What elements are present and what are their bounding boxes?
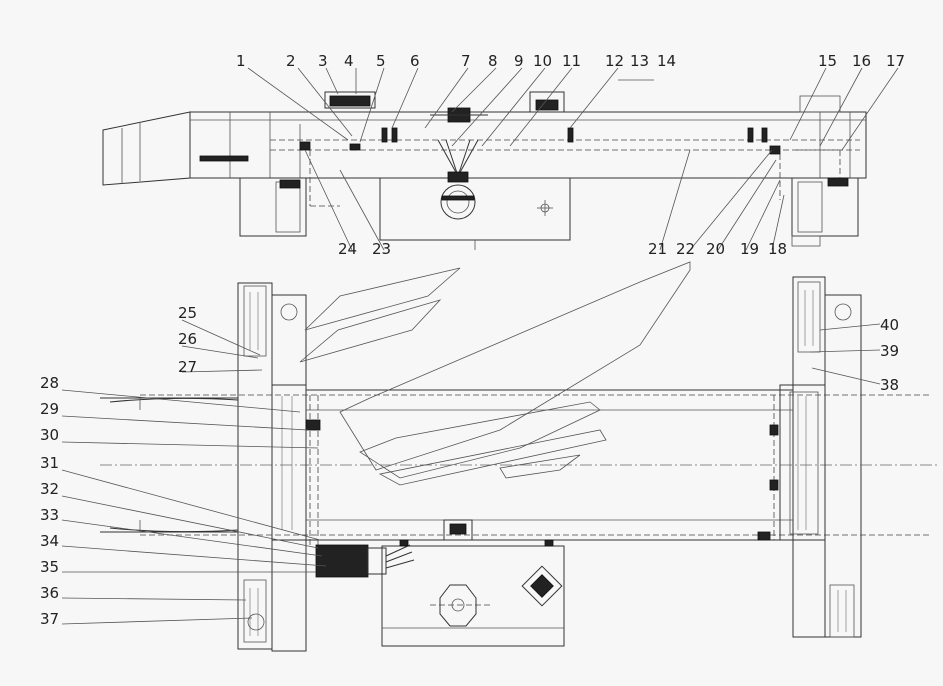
left-leg-elevation [239, 177, 307, 237]
left-runway-bogie [237, 282, 273, 650]
callout-34: 34 [40, 532, 59, 550]
nameplate-text [199, 155, 249, 162]
callout-4: 4 [344, 52, 354, 70]
callout-31: 31 [40, 454, 59, 472]
callout-23: 23 [372, 240, 391, 258]
right-leg-elevation [791, 177, 859, 237]
callout-10: 10 [533, 52, 552, 70]
motor-plan [521, 565, 563, 607]
drum-plan [439, 584, 477, 627]
callout-9: 9 [514, 52, 524, 70]
callout-12: 12 [605, 52, 624, 70]
callout-26: 26 [178, 330, 197, 348]
plan-view [100, 261, 940, 652]
callout-13: 13 [630, 52, 649, 70]
callout-38: 38 [880, 376, 899, 394]
callout-18: 18 [768, 240, 787, 258]
callout-35: 35 [40, 558, 59, 576]
callout-5: 5 [376, 52, 386, 70]
callout-11: 11 [562, 52, 581, 70]
callout-21: 21 [648, 240, 667, 258]
callout-3: 3 [318, 52, 328, 70]
callout-1: 1 [236, 52, 246, 70]
callout-14: 14 [657, 52, 676, 70]
callout-15: 15 [818, 52, 837, 70]
callout-16: 16 [852, 52, 871, 70]
leader-lines [61, 67, 899, 625]
callout-40: 40 [880, 316, 899, 334]
callout-19: 19 [740, 240, 759, 258]
callout-22: 22 [676, 240, 695, 258]
callout-7: 7 [461, 52, 471, 70]
callout-28: 28 [40, 374, 59, 392]
callout-30: 30 [40, 426, 59, 444]
trolley-travel-highlight [299, 261, 691, 486]
main-girder-elevation [189, 111, 867, 179]
lube-pump-left [279, 179, 301, 189]
elevation-view [102, 91, 867, 250]
callout-2: 2 [286, 52, 296, 70]
callout-8: 8 [488, 52, 498, 70]
callout-25: 25 [178, 304, 197, 322]
hook-block [437, 139, 479, 220]
callout-39: 39 [880, 342, 899, 360]
callout-33: 33 [40, 506, 59, 524]
hoist-unit [529, 91, 565, 113]
callout-6: 6 [410, 52, 420, 70]
motor-unit [324, 91, 376, 109]
callout-29: 29 [40, 400, 59, 418]
central-lube-station [315, 544, 415, 578]
callout-24: 24 [338, 240, 357, 258]
callout-labels: 1 2 3 4 5 6 7 8 9 10 11 12 13 14 15 16 1… [40, 52, 905, 628]
callout-20: 20 [706, 240, 725, 258]
callout-17: 17 [886, 52, 905, 70]
callout-37: 37 [40, 610, 59, 628]
left-end-beam [102, 111, 191, 186]
callout-36: 36 [40, 584, 59, 602]
callout-27: 27 [178, 358, 197, 376]
trolley-frame-plan [381, 545, 565, 647]
callout-32: 32 [40, 480, 59, 498]
lube-pump-right [827, 177, 849, 187]
